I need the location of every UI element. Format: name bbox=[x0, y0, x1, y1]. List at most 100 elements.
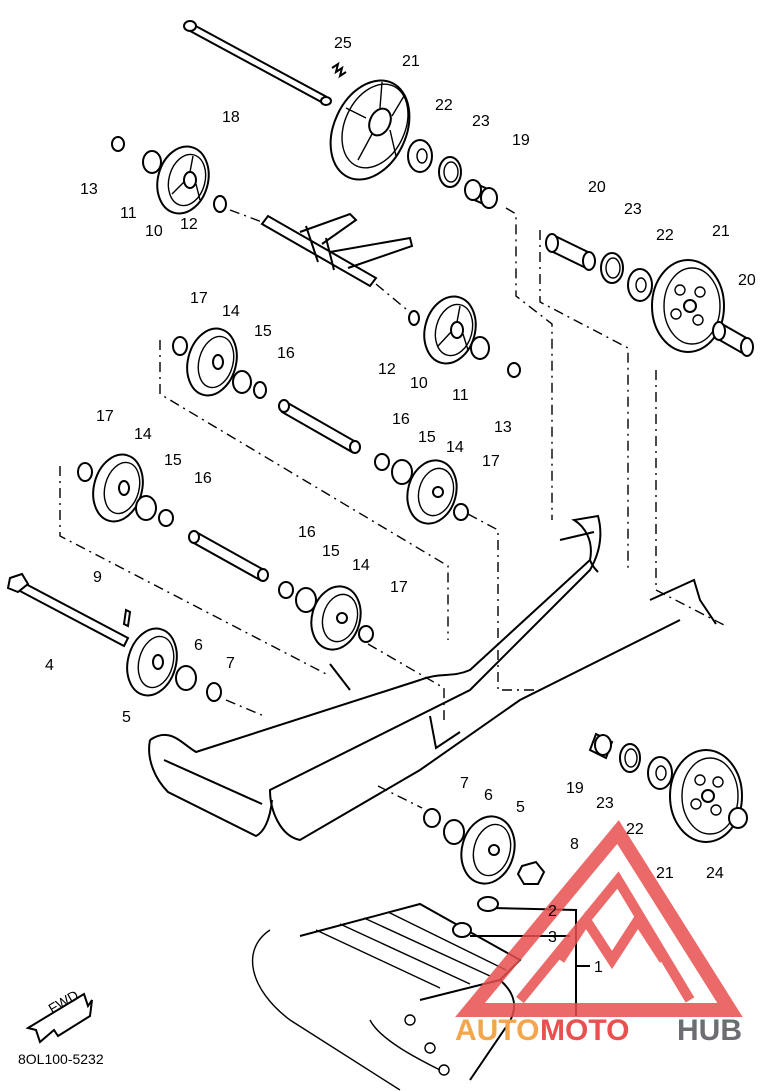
bolt-4 bbox=[6, 572, 130, 648]
cap-13-top bbox=[111, 136, 125, 152]
wheel-5-right bbox=[460, 815, 516, 885]
callout-label: 16 bbox=[392, 411, 410, 428]
callout-label: 13 bbox=[80, 181, 98, 198]
callout-label: 17 bbox=[390, 579, 408, 596]
wheel-14-d bbox=[310, 585, 362, 651]
slide-rail bbox=[148, 514, 717, 842]
callout-label: 15 bbox=[164, 452, 182, 469]
bearing-15-a bbox=[232, 370, 252, 394]
callout-label: 25 bbox=[334, 35, 352, 52]
bearing-11-top bbox=[142, 150, 162, 174]
callout-label: 15 bbox=[322, 543, 340, 560]
callout-label: 16 bbox=[194, 470, 212, 487]
callout-label: 17 bbox=[96, 408, 114, 425]
callout-label: 14 bbox=[446, 439, 464, 456]
callout-label: 2 bbox=[548, 903, 557, 920]
bearing-15-d bbox=[295, 587, 317, 613]
callout-label: 7 bbox=[226, 655, 235, 672]
callout-label: 20 bbox=[588, 179, 606, 196]
callout-label: 15 bbox=[254, 323, 272, 340]
bearing-15-b bbox=[391, 459, 413, 485]
bearing-11-mid bbox=[470, 336, 490, 360]
axle-lower bbox=[188, 530, 269, 582]
callout-label: 13 bbox=[494, 419, 512, 436]
spacer-20-right bbox=[712, 321, 754, 357]
cap-17-a bbox=[172, 336, 188, 356]
callout-label: 8 bbox=[570, 836, 579, 853]
axle-mid bbox=[278, 399, 361, 454]
bearing-6-left bbox=[175, 665, 197, 691]
callout-label: 23 bbox=[472, 113, 490, 130]
callout-label: 22 bbox=[435, 97, 453, 114]
screw-9 bbox=[122, 608, 132, 628]
callout-label: 22 bbox=[656, 227, 674, 244]
spacer-19-top bbox=[464, 179, 498, 209]
callout-label: 21 bbox=[402, 53, 420, 70]
bearing-22-top bbox=[407, 139, 433, 173]
callout-label: 1 bbox=[594, 959, 603, 976]
washer-16-c bbox=[158, 509, 174, 527]
nut-24 bbox=[728, 807, 748, 829]
bearing-22-right bbox=[627, 268, 653, 302]
watermark-auto: AUTO bbox=[455, 1014, 539, 1047]
callout-label: 23 bbox=[624, 201, 642, 218]
forward-arrow-icon: FWD bbox=[25, 987, 93, 1044]
callout-label: 10 bbox=[410, 375, 428, 392]
wheel-21-top bbox=[329, 79, 411, 181]
wheel-14-a bbox=[186, 327, 238, 397]
watermark-moto: MOTO bbox=[540, 1014, 629, 1047]
bearing-6-right bbox=[443, 819, 465, 845]
cap-17-c bbox=[77, 462, 93, 482]
bearing-15-c bbox=[135, 495, 157, 521]
callout-label: 11 bbox=[452, 387, 469, 404]
callout-label: 22 bbox=[626, 821, 644, 838]
callout-label: 18 bbox=[222, 109, 240, 126]
wheel-10-mid bbox=[423, 295, 477, 365]
watermark-logo bbox=[455, 820, 743, 1017]
callout-label: 23 bbox=[596, 795, 614, 812]
wheel-14-c bbox=[92, 453, 144, 523]
callout-label: 10 bbox=[145, 223, 163, 240]
callout-label: 15 bbox=[418, 429, 436, 446]
callout-label: 4 bbox=[45, 657, 54, 674]
washer-16-a bbox=[253, 381, 267, 399]
callout-label: 24 bbox=[706, 865, 724, 882]
wheel-21-lower bbox=[669, 749, 743, 843]
clip-3 bbox=[452, 922, 472, 938]
shaft-18 bbox=[183, 20, 332, 106]
spacer-20-left bbox=[545, 233, 596, 271]
spring-25 bbox=[331, 61, 347, 79]
callout-label: 19 bbox=[512, 132, 530, 149]
callout-label: 3 bbox=[548, 929, 557, 946]
callout-label: 16 bbox=[277, 345, 295, 362]
bearing-22-lower bbox=[647, 756, 673, 790]
clip-2 bbox=[477, 896, 499, 912]
wheel-10-top bbox=[156, 145, 210, 215]
washer-12-top bbox=[213, 195, 227, 213]
callout-label: 6 bbox=[194, 637, 203, 654]
wheel-5-left bbox=[126, 627, 178, 697]
arm-assembly bbox=[260, 212, 414, 288]
callout-label: 16 bbox=[298, 524, 316, 541]
callout-label: 12 bbox=[378, 361, 396, 378]
cap-17-b bbox=[453, 503, 469, 521]
callout-label: 21 bbox=[712, 223, 730, 240]
callout-label: 17 bbox=[482, 453, 500, 470]
washer-7-right bbox=[423, 808, 441, 828]
callout-label: 14 bbox=[222, 303, 240, 320]
washer-7-left bbox=[206, 682, 222, 702]
callout-label: 17 bbox=[190, 290, 208, 307]
watermark-hub: HUB bbox=[677, 1014, 742, 1047]
spacer-19-right bbox=[588, 732, 614, 760]
callout-label: 7 bbox=[460, 775, 469, 792]
wheel-14-b bbox=[406, 459, 458, 525]
callout-label: 5 bbox=[516, 799, 525, 816]
callout-label: 11 bbox=[120, 205, 137, 222]
callout-label: 5 bbox=[122, 709, 131, 726]
part-code: 8OL100-5232 bbox=[18, 1051, 104, 1067]
callout-label: 12 bbox=[180, 216, 198, 233]
callout-label: 20 bbox=[738, 272, 756, 289]
washer-16-b bbox=[374, 453, 390, 471]
